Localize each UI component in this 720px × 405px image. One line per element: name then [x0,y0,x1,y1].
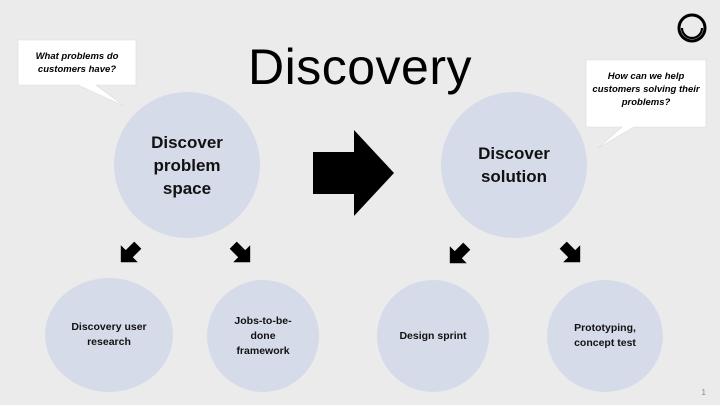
node-label: Jobs-to-be-done framework [234,314,292,357]
node-discover-problem-space: Discover problem space [114,92,260,238]
node-design-sprint: Design sprint [377,280,489,392]
callout-left-text: What problems do customers have? [35,51,119,75]
arrow-down-left-icon-1 [120,241,142,263]
arrow-down-left-icon-2 [449,242,471,264]
node-discover-solution: Discover solution [441,92,587,238]
node-label: Prototyping, concept test [574,322,636,349]
callout-left-bubble [17,39,137,107]
callout-right-text: How can we help customers solving their … [592,71,700,108]
slide-title: Discovery [248,39,472,95]
page-number: 1 [701,388,706,397]
arrow-down-right-icon-1 [229,241,251,263]
node-label: Discovery user research [71,321,147,348]
node-prototyping: Prototyping, concept test [547,280,663,392]
node-discovery-user-research: Discovery user research [45,278,173,392]
node-label: Discover problem space [151,132,223,198]
callout-right-bubble [585,59,707,149]
node-label: Design sprint [399,329,467,342]
arrow-down-right-icon-2 [559,241,581,263]
node-label: Discover solution [478,144,550,186]
logo-ring-icon [677,13,707,43]
node-jobs-to-be-done: Jobs-to-be-done framework [207,280,319,392]
right-arrow-icon [313,130,394,216]
